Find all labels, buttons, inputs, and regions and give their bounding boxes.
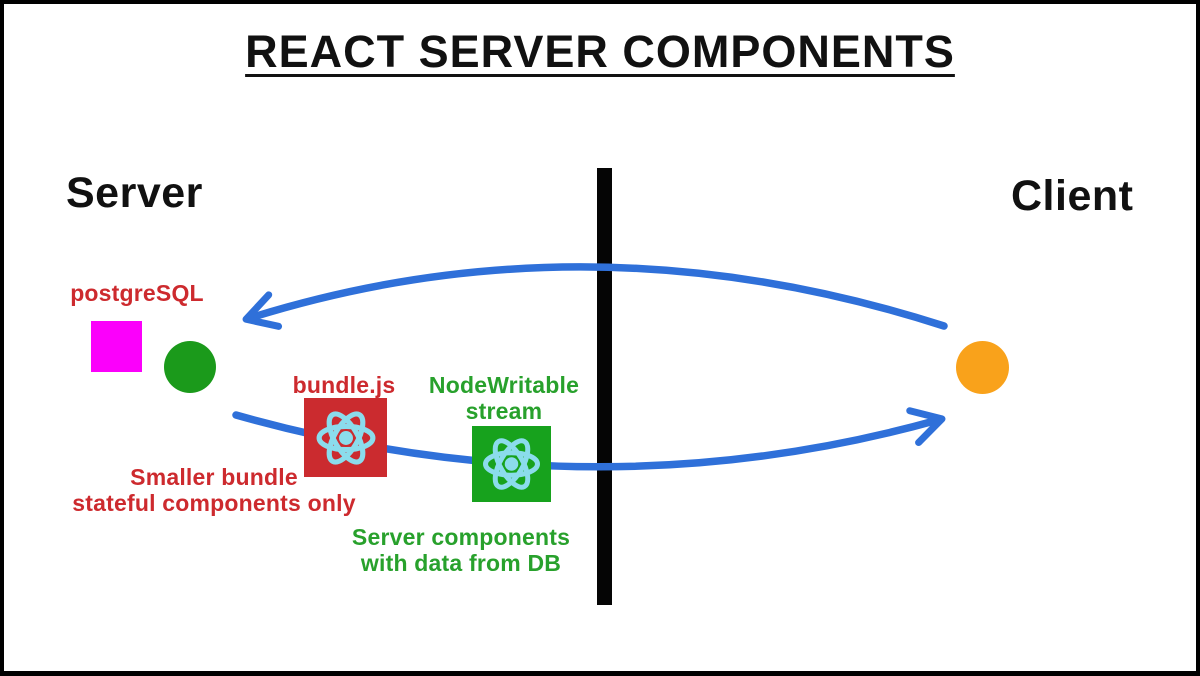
- flow-arrows: [232, 263, 948, 471]
- server-data-circle: [164, 341, 216, 393]
- nodewritable-stream-line2: stream: [465, 398, 543, 424]
- server-components-line1: Server components: [351, 524, 571, 550]
- nodewritable-stream-box: [472, 426, 551, 502]
- postgresql-square: [91, 321, 142, 372]
- nodewritable-stream-label: NodeWritable stream: [409, 372, 599, 424]
- bundle-js-label: bundle.js: [292, 372, 396, 398]
- server-label: Server: [66, 169, 203, 217]
- smaller-bundle-label: Smaller bundle stateful components only: [49, 464, 379, 516]
- postgresql-label: postgreSQL: [70, 280, 204, 306]
- client-circle: [956, 341, 1009, 394]
- page-title: REACT SERVER COMPONENTS: [245, 26, 955, 77]
- smaller-bundle-line1: Smaller bundle: [130, 464, 298, 490]
- client-label: Client: [1011, 172, 1134, 220]
- react-logo-icon: [316, 410, 375, 465]
- smaller-bundle-line2: stateful components only: [72, 490, 356, 516]
- server-components-label: Server components with data from DB: [336, 524, 586, 576]
- nodewritable-stream-line1: NodeWritable: [428, 372, 580, 398]
- client-to-server-arrow: [242, 263, 948, 330]
- server-client-divider: [597, 168, 612, 605]
- bundle-js-box: [304, 398, 387, 477]
- react-logo-icon: [483, 438, 540, 490]
- server-components-line2: with data from DB: [360, 550, 562, 576]
